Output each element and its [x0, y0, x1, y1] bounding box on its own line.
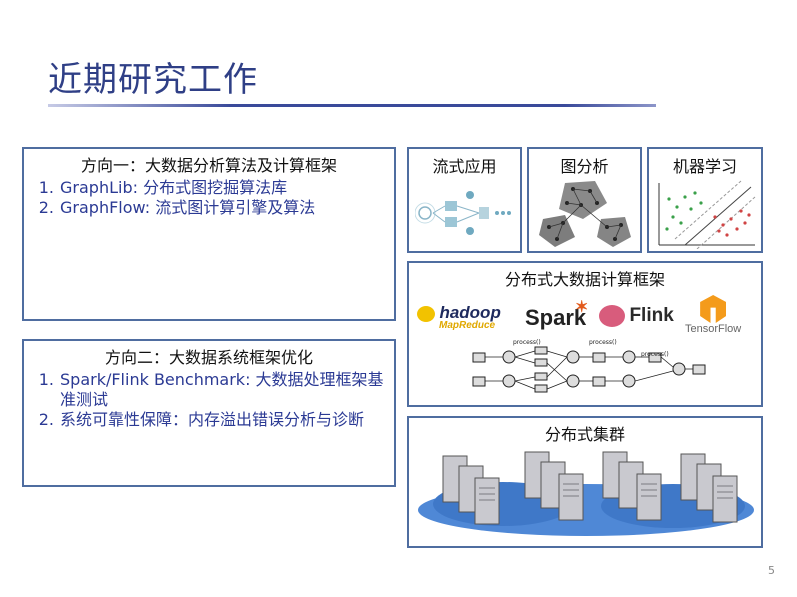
mapreduce-logo-text: MapReduce [439, 320, 496, 331]
list-item-number: 1. [38, 178, 54, 197]
list-item-text: Spark/Flink Benchmark: 大数据处理框架基准测试 [60, 370, 384, 409]
hadoop-logo-text: hadoop [439, 303, 501, 322]
flink-logo-text: Flink [629, 305, 674, 326]
slide-title: 近期研究工作 [48, 60, 258, 100]
star-icon: ✶ [575, 299, 589, 316]
list-item-text: 系统可靠性保障：内存溢出错误分析与诊断 [60, 410, 365, 429]
spark-logo: Spark ✶ [525, 299, 588, 331]
machine-learning-label: 机器学习 [672, 157, 737, 176]
list-item-text: GraphFlow: 流式图计算引擎及算法 [60, 198, 316, 217]
list-item: 1. Spark/Flink Benchmark: 大数据处理框架基准测试 [24, 370, 394, 410]
tensorflow-logo-text: TensorFlow [685, 323, 742, 335]
stream-app-label: 流式应用 [432, 157, 497, 176]
flink-logo: Flink [599, 305, 674, 327]
stream-flow-icon [415, 191, 511, 235]
squirrel-icon [599, 305, 625, 327]
svm-scatter-icon [658, 180, 756, 249]
process-label: process() [641, 351, 669, 358]
machine-learning-tile: 机器学习 [647, 147, 763, 253]
process-label: process() [589, 339, 617, 346]
graph-analysis-label: 图分析 [560, 157, 609, 176]
cluster-box: 分布式集群 [407, 416, 763, 548]
list-item: 2. GraphFlow: 流式图计算引擎及算法 [24, 198, 394, 218]
title-underline [48, 104, 656, 107]
list-item: 1. GraphLib: 分布式图挖掘算法库 [24, 178, 394, 198]
hadoop-logo: hadoop MapReduce [417, 303, 501, 331]
process-label: process() [513, 339, 541, 346]
page-number: 5 [768, 564, 775, 577]
cluster-heading: 分布式集群 [544, 425, 625, 444]
frameworks-box: 分布式大数据计算框架 hadoop MapReduce Spark ✶ Flin… [407, 261, 763, 407]
direction-one-heading: 方向一：大数据分析算法及计算框架 [80, 156, 337, 175]
elephant-icon [417, 305, 435, 322]
direction-one-box: 方向一：大数据分析算法及计算框架 1. GraphLib: 分布式图挖掘算法库 … [22, 147, 396, 321]
dataflow-diagram [472, 346, 706, 393]
graph-analysis-tile: 图分析 [527, 147, 642, 253]
frameworks-heading: 分布式大数据计算框架 [504, 270, 665, 289]
graph-clusters-icon [539, 181, 631, 247]
stream-app-tile: 流式应用 [407, 147, 522, 253]
direction-two-list: 1. Spark/Flink Benchmark: 大数据处理框架基准测试 2.… [24, 370, 394, 430]
list-item-number: 1. [38, 370, 54, 389]
list-item-number: 2. [38, 198, 54, 217]
list-item: 2. 系统可靠性保障：内存溢出错误分析与诊断 [24, 410, 394, 430]
server-cluster-icon [418, 451, 754, 536]
tensorflow-logo: TensorFlow [685, 295, 741, 335]
direction-two-heading: 方向二：大数据系统框架优化 [104, 348, 313, 367]
spark-logo-text: Spark [525, 305, 587, 330]
direction-one-list: 1. GraphLib: 分布式图挖掘算法库 2. GraphFlow: 流式图… [24, 178, 394, 218]
list-item-number: 2. [38, 410, 54, 429]
list-item-text: GraphLib: 分布式图挖掘算法库 [60, 178, 288, 197]
direction-two-box: 方向二：大数据系统框架优化 1. Spark/Flink Benchmark: … [22, 339, 396, 487]
tensorflow-icon [700, 295, 727, 323]
